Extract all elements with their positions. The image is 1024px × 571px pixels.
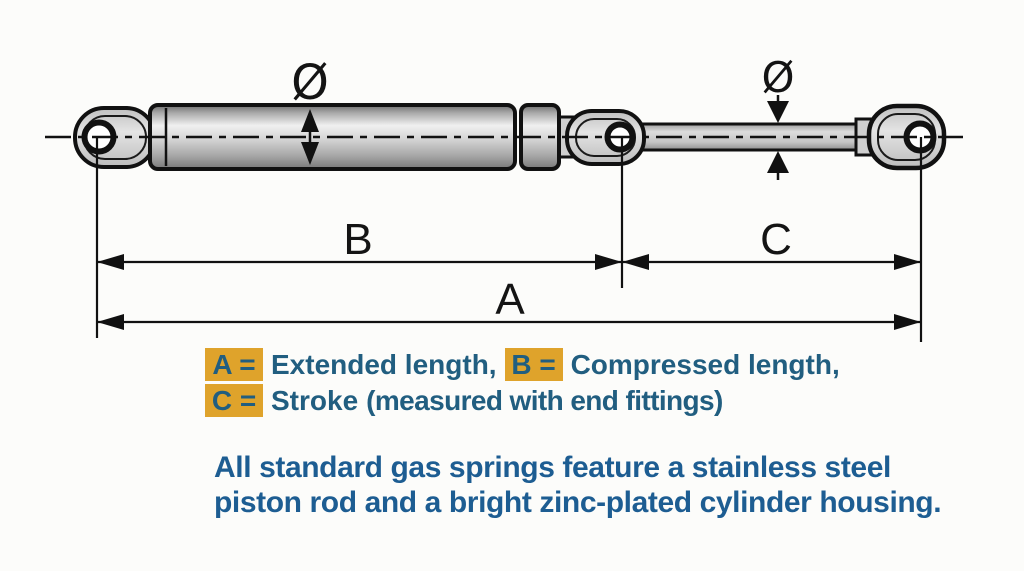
arrow-up-icon — [767, 151, 789, 173]
legend-text-b: Compressed length, — [570, 348, 840, 380]
arrow-down-icon — [767, 101, 789, 123]
dimension-a: A — [97, 275, 921, 330]
dimension-c-label: C — [760, 215, 792, 264]
arrow-left-icon — [97, 314, 124, 330]
legend-key-c: C = — [205, 384, 263, 417]
dimension-b-label: B — [343, 215, 372, 264]
arrow-right-icon — [894, 314, 921, 330]
arrow-down-icon — [301, 142, 319, 165]
dimension-a-label: A — [495, 275, 525, 324]
legend-key-a: A = — [205, 348, 263, 381]
rod-diameter-callout: Ø — [761, 53, 795, 180]
legend-key-b: B = — [504, 348, 563, 381]
arrow-right-icon — [595, 254, 622, 270]
arrow-left-icon — [622, 254, 649, 270]
description-line-2: piston rod and a bright zinc-plated cyli… — [214, 486, 942, 519]
legend-line-2: C = Stroke (measured with end fittings) — [205, 384, 723, 417]
cylinder-diameter-callout: Ø — [291, 55, 329, 165]
arrow-left-icon — [97, 254, 124, 270]
legend-line-1: A = Extended length, B = Compressed leng… — [205, 348, 840, 381]
middle-eyelet-fitting — [565, 109, 646, 166]
arrow-up-icon — [301, 109, 319, 132]
legend-text-a: Extended length, — [271, 348, 497, 380]
legend-note-c: (measured with end fittings) — [366, 384, 723, 416]
arrow-right-icon — [894, 254, 921, 270]
cylinder-diameter-symbol: Ø — [291, 55, 329, 111]
rod-diameter-symbol: Ø — [761, 53, 794, 102]
dimension-c: C — [622, 215, 921, 270]
description-line-1: All standard gas springs feature a stain… — [214, 451, 891, 484]
description-paragraph: All standard gas springs feature a stain… — [214, 450, 942, 520]
dimension-b: B — [97, 215, 622, 270]
legend-text-c: Stroke — [271, 384, 359, 416]
